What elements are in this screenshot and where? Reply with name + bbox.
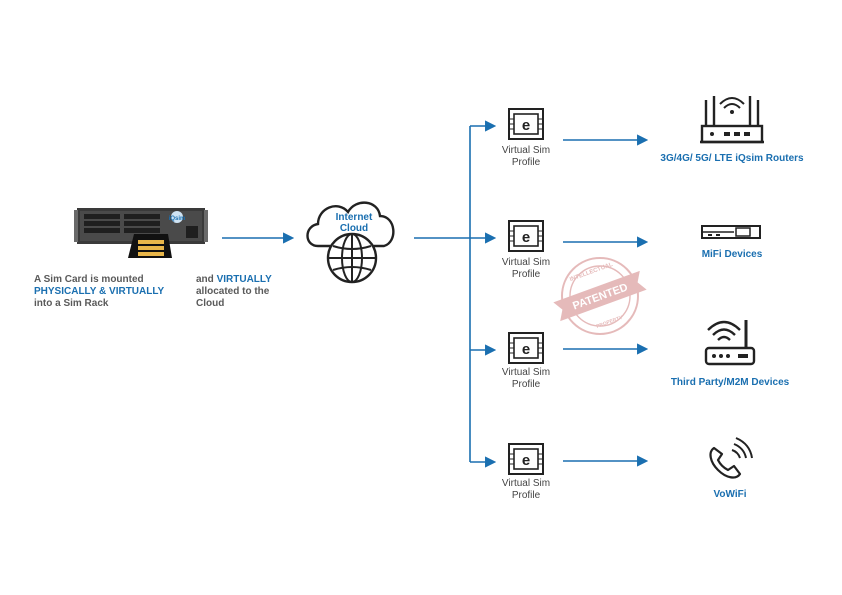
allocation-line-3: Cloud [196, 298, 225, 309]
sim-e-icon [508, 332, 544, 364]
patented-stamp-icon: PATENTED INTELLECTUAL PROPERTY [553, 257, 647, 335]
cloud-line-1: Internet [335, 212, 373, 223]
sim-tray-icon [128, 234, 172, 258]
allocation-prefix: and [196, 274, 217, 285]
device-label-3: Third Party/M2M Devices [670, 377, 790, 388]
device-label-2: MiFi Devices [701, 249, 763, 260]
iqsim-logo-icon: iQsim [169, 211, 186, 223]
profile-1-line-1: Virtual Sim [501, 145, 551, 156]
device-label-1: 3G/4G/ 5G/ LTE iQsim Routers [660, 153, 804, 164]
profile-label-3: Virtual Sim Profile [488, 367, 564, 391]
profile-2-line-1: Virtual Sim [501, 257, 551, 268]
branch-connector [414, 126, 471, 462]
profile-4-line-2: Profile [511, 490, 541, 501]
stamp-top-text: INTELLECTUAL [569, 262, 614, 283]
cloud-label: Internet Cloud [322, 212, 386, 234]
allocation-highlight: VIRTUALLY [216, 274, 272, 285]
profile-4-line-1: Virtual Sim [501, 478, 551, 489]
sim-rack: iQsim [74, 208, 208, 258]
allocation-caption: and VIRTUALLY allocated to the Cloud [196, 274, 306, 310]
allocation-line-2: allocated to the [196, 286, 270, 297]
source-line-2: PHYSICALLY & VIRTUALLY [34, 286, 165, 297]
source-caption: A Sim Card is mounted PHYSICALLY & VIRTU… [34, 274, 194, 310]
sim-e-icon [508, 108, 544, 140]
profile-label-4: Virtual Sim Profile [488, 478, 564, 502]
phone-call-icon [709, 437, 753, 479]
sim-e-icon [508, 443, 544, 475]
profile-3-line-1: Virtual Sim [501, 367, 551, 378]
rack-brand: iQsim [169, 216, 186, 222]
profile-1-line-2: Profile [511, 157, 541, 168]
profile-3-line-2: Profile [511, 379, 541, 390]
device-label-4: VoWiFi [713, 489, 747, 500]
sim-e-icon [508, 220, 544, 252]
profile-2-line-2: Profile [511, 269, 541, 280]
source-line-1: A Sim Card is mounted [34, 274, 144, 285]
profile-label-1: Virtual Sim Profile [488, 145, 564, 169]
source-line-3: into a Sim Rack [34, 298, 109, 309]
mifi-icon [701, 225, 761, 239]
profile-label-2: Virtual Sim Profile [488, 257, 564, 281]
router-icon [700, 96, 764, 144]
cloud-line-2: Cloud [339, 223, 369, 234]
wifi-router-icon [704, 320, 756, 366]
cloud-globe-icon [306, 201, 395, 284]
